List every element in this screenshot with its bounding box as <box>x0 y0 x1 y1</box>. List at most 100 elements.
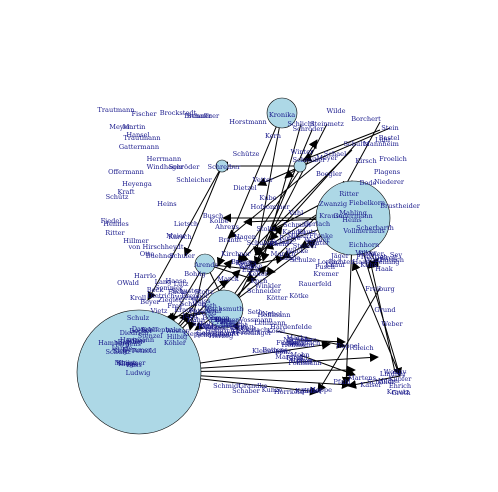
node-label: Hein <box>214 316 231 324</box>
node-label: Kroll <box>381 254 397 262</box>
node-label: Kupfer <box>389 375 413 383</box>
node-label: Meyer <box>316 154 338 162</box>
node-label: Schultz <box>344 140 369 148</box>
node-label: Eisenbach <box>286 339 321 347</box>
node-label: Kleist <box>116 359 135 367</box>
edge-48 <box>367 259 396 373</box>
node-label: Kunze <box>262 386 283 394</box>
edge-52 <box>275 330 346 349</box>
node-label: Kronika <box>269 111 295 119</box>
node-label: Ernst <box>242 266 261 274</box>
node-label: Saber <box>126 337 147 345</box>
node-label: Plagens <box>374 168 401 176</box>
node-label: Nebel <box>262 310 282 318</box>
edge-14 <box>183 165 223 257</box>
node-label: Steinmetz <box>310 120 344 128</box>
node-label: Kroll <box>130 294 146 302</box>
nodes-layer <box>76 97 391 435</box>
node-label: Meissner <box>115 359 147 367</box>
node-label: Gudermann <box>333 212 373 220</box>
node-label: Kötke <box>289 292 308 300</box>
node-label: Martin <box>123 123 147 131</box>
node-label: Schwarz <box>288 336 317 344</box>
node-label: Schlicht <box>287 120 315 128</box>
node-label: Kraus <box>174 306 194 314</box>
node-label: Schliephake <box>141 326 182 334</box>
node-label: Zwanzig <box>319 200 348 208</box>
node-label: Jürgens <box>114 340 141 348</box>
node-label: Petzold <box>132 347 157 355</box>
node-circle-lühr <box>293 159 307 173</box>
node-circle-kronika <box>266 97 298 129</box>
node-label: Dietrich <box>147 292 175 300</box>
node-label: Marks <box>286 334 308 342</box>
node-circle-schreiber <box>215 159 229 173</box>
node-label: Hahn <box>187 316 206 324</box>
node-label: Haas <box>353 258 371 266</box>
node-circle-hein <box>204 289 244 329</box>
node-label: Groth <box>391 389 411 397</box>
node-label: Ewers <box>236 259 258 267</box>
node-label: Hillmer <box>123 237 149 245</box>
node-label: Vogel <box>229 323 248 331</box>
node-label: Fiebelkorn <box>349 199 386 207</box>
node-label: Marck <box>217 275 240 283</box>
edge-46 <box>347 375 401 389</box>
node-label: Lühr <box>375 136 392 144</box>
node-label: Pfahl <box>333 378 350 386</box>
node-label: Peters <box>189 307 211 315</box>
node-label: Margraf <box>275 353 303 361</box>
edge-19 <box>169 263 206 323</box>
node-label: Boegler <box>316 170 343 178</box>
node-label: Lang <box>155 278 173 286</box>
edge-56 <box>227 161 321 239</box>
node-label: Hamburg <box>98 339 131 347</box>
edge-54 <box>245 260 259 269</box>
node-label: Rogge <box>279 234 300 242</box>
node-label: Horstmann <box>229 118 267 126</box>
node-label: Schulz <box>271 238 294 246</box>
node-label: Grandke <box>239 382 268 390</box>
node-label: Fiedel <box>101 217 122 225</box>
node-label: Lange <box>280 254 301 262</box>
node-label: Heyenga <box>122 180 152 188</box>
node-label: Stoltz <box>256 225 276 233</box>
node-label: Windhager <box>147 163 185 171</box>
node-label: Heinrich <box>205 327 235 335</box>
node-label: Becker <box>129 327 153 335</box>
node-label: Schmitt <box>213 330 239 338</box>
node-label: Steiner <box>293 242 318 250</box>
node-label: Grund <box>374 306 396 314</box>
node-label: Lorenz <box>317 258 341 266</box>
node-label: Brenner <box>184 112 212 120</box>
node-label: Schubert <box>247 239 278 247</box>
node-label: Kautz <box>297 228 317 236</box>
node-label: Scholz <box>192 320 215 328</box>
node-label: von Hirschheydt <box>127 243 183 251</box>
node-label: Mohn <box>290 351 310 359</box>
node-label: Horn <box>216 318 234 326</box>
node-label: Vetter <box>252 176 274 184</box>
node-label: Schael <box>324 150 346 158</box>
node-label: Jung <box>181 312 198 320</box>
node-label: Werner <box>175 294 200 302</box>
node-label: Schütz <box>106 193 129 201</box>
edge-10 <box>239 149 353 263</box>
node-label: Wollny <box>384 368 407 376</box>
edge-51 <box>299 354 356 377</box>
node-label: Brink <box>287 340 306 348</box>
node-label: Schmidt <box>283 221 311 229</box>
node-label: Winter <box>291 148 315 156</box>
node-label: Kleinmann <box>252 347 289 355</box>
node-label: Stenzel <box>138 332 163 340</box>
node-label: Schwab <box>180 300 206 308</box>
node-label: Gattermann <box>119 143 160 151</box>
node-label: Brandt <box>218 236 241 244</box>
edge-15 <box>147 165 223 301</box>
node-label: Wilde <box>326 107 345 115</box>
node-label: Ludwig <box>126 369 152 377</box>
node-label: Hennes <box>103 220 129 228</box>
node-label: Frank <box>221 318 242 326</box>
node-label: Kluge <box>118 360 138 368</box>
node-label: Reuter <box>307 239 331 247</box>
